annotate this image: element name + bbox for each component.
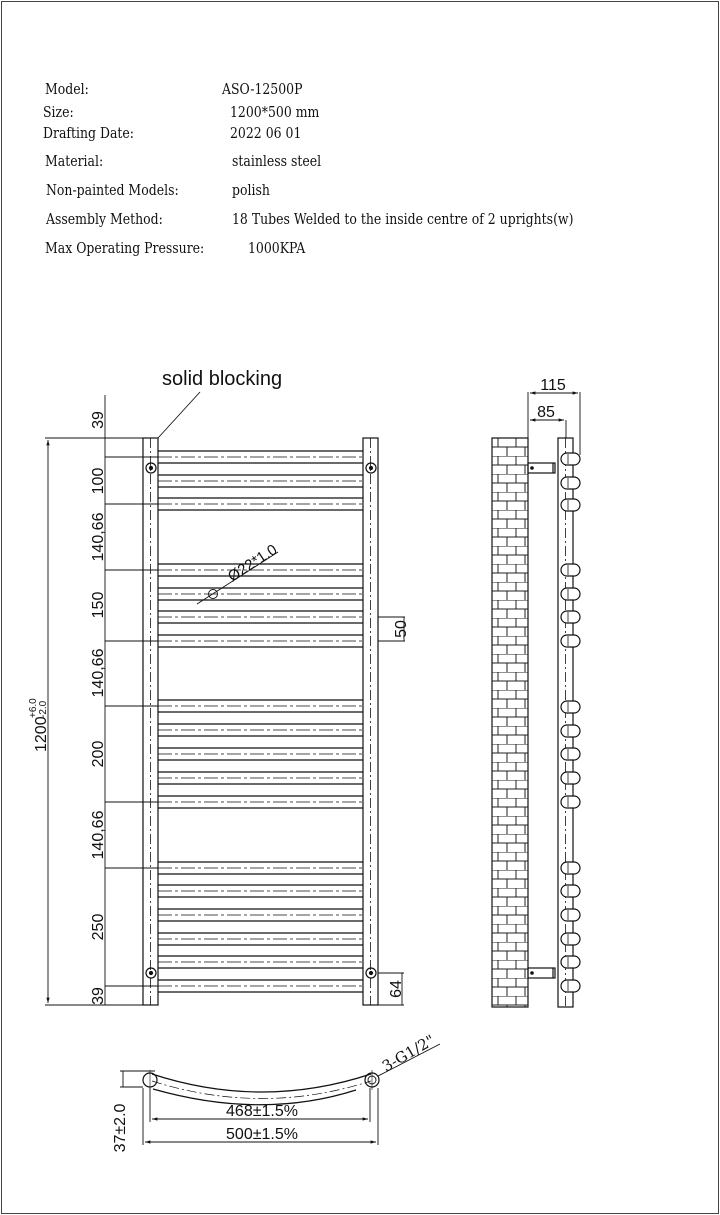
spec-size-value: 1200*500 mm bbox=[230, 105, 320, 121]
wall-bricks bbox=[491, 437, 529, 1008]
dim-depth: 37±2.0 bbox=[112, 1103, 129, 1152]
dim-140-66-a: 140,66 bbox=[90, 512, 107, 561]
height-tol-upper: +6.0 bbox=[28, 698, 39, 718]
dim-250: 250 bbox=[90, 914, 107, 941]
valve-bosses bbox=[145, 462, 377, 979]
dim-150: 150 bbox=[90, 592, 107, 619]
dim-140-66-c: 140,66 bbox=[90, 810, 107, 859]
spec-date-label: Drafting Date: bbox=[43, 126, 135, 142]
spec-pressure-value: 1000KPA bbox=[248, 241, 306, 257]
spec-finish-value: polish bbox=[232, 183, 270, 199]
dim-115: 115 bbox=[540, 377, 566, 394]
tubes bbox=[158, 450, 363, 993]
spec-material-label: Material: bbox=[45, 154, 104, 170]
dim-39-top: 39 bbox=[90, 411, 107, 429]
dim-inner-width: 468±1.5% bbox=[226, 1103, 298, 1120]
spec-pressure-label: Max Operating Pressure: bbox=[45, 241, 205, 257]
dim-140-66-b: 140,66 bbox=[90, 648, 107, 697]
spec-size-label: Size: bbox=[43, 105, 74, 121]
tube-diameter-callout: Ø22*1.0 bbox=[225, 541, 280, 585]
wall-brackets bbox=[527, 462, 556, 979]
side-tube-sections bbox=[560, 452, 581, 993]
spec-assembly-label: Assembly Method: bbox=[46, 212, 163, 228]
spec-material-value: stainless steel bbox=[232, 154, 322, 170]
spec-model-label: Model: bbox=[45, 82, 89, 98]
spec-date-value: 2022 06 01 bbox=[230, 126, 302, 142]
side-view bbox=[491, 391, 581, 1008]
curved-tube-top bbox=[151, 1073, 372, 1093]
dim-outer-width: 500±1.5% bbox=[226, 1126, 298, 1143]
spec-finish-label: Non-painted Models: bbox=[46, 183, 179, 199]
dim-64: 64 bbox=[388, 980, 405, 998]
dim-50: 50 bbox=[393, 620, 410, 638]
spec-model-value: ASO-12500P bbox=[222, 82, 303, 98]
dim-85: 85 bbox=[537, 404, 555, 421]
vertical-dimension-labels: 39 100 140,66 150 140,66 200 140,66 250 … bbox=[90, 411, 410, 1005]
connection-callout: 3-G1/2" bbox=[379, 1031, 438, 1075]
height-tol-lower: -2.0 bbox=[38, 700, 49, 718]
top-view bbox=[120, 1043, 441, 1145]
dim-extension-lines bbox=[105, 456, 158, 987]
dim-100: 100 bbox=[90, 468, 107, 495]
overall-height: 1200 bbox=[33, 716, 50, 752]
spec-assembly-value: 18 Tubes Welded to the inside centre of … bbox=[232, 212, 574, 228]
dim-200: 200 bbox=[90, 741, 107, 768]
solid-blocking-callout: solid blocking bbox=[162, 368, 282, 390]
curved-tube-bottom bbox=[152, 1088, 357, 1106]
dim-39-bottom: 39 bbox=[90, 987, 107, 1005]
front-view bbox=[45, 391, 405, 1006]
overall-height-label: 1200 +6.0 -2.0 bbox=[28, 698, 50, 752]
